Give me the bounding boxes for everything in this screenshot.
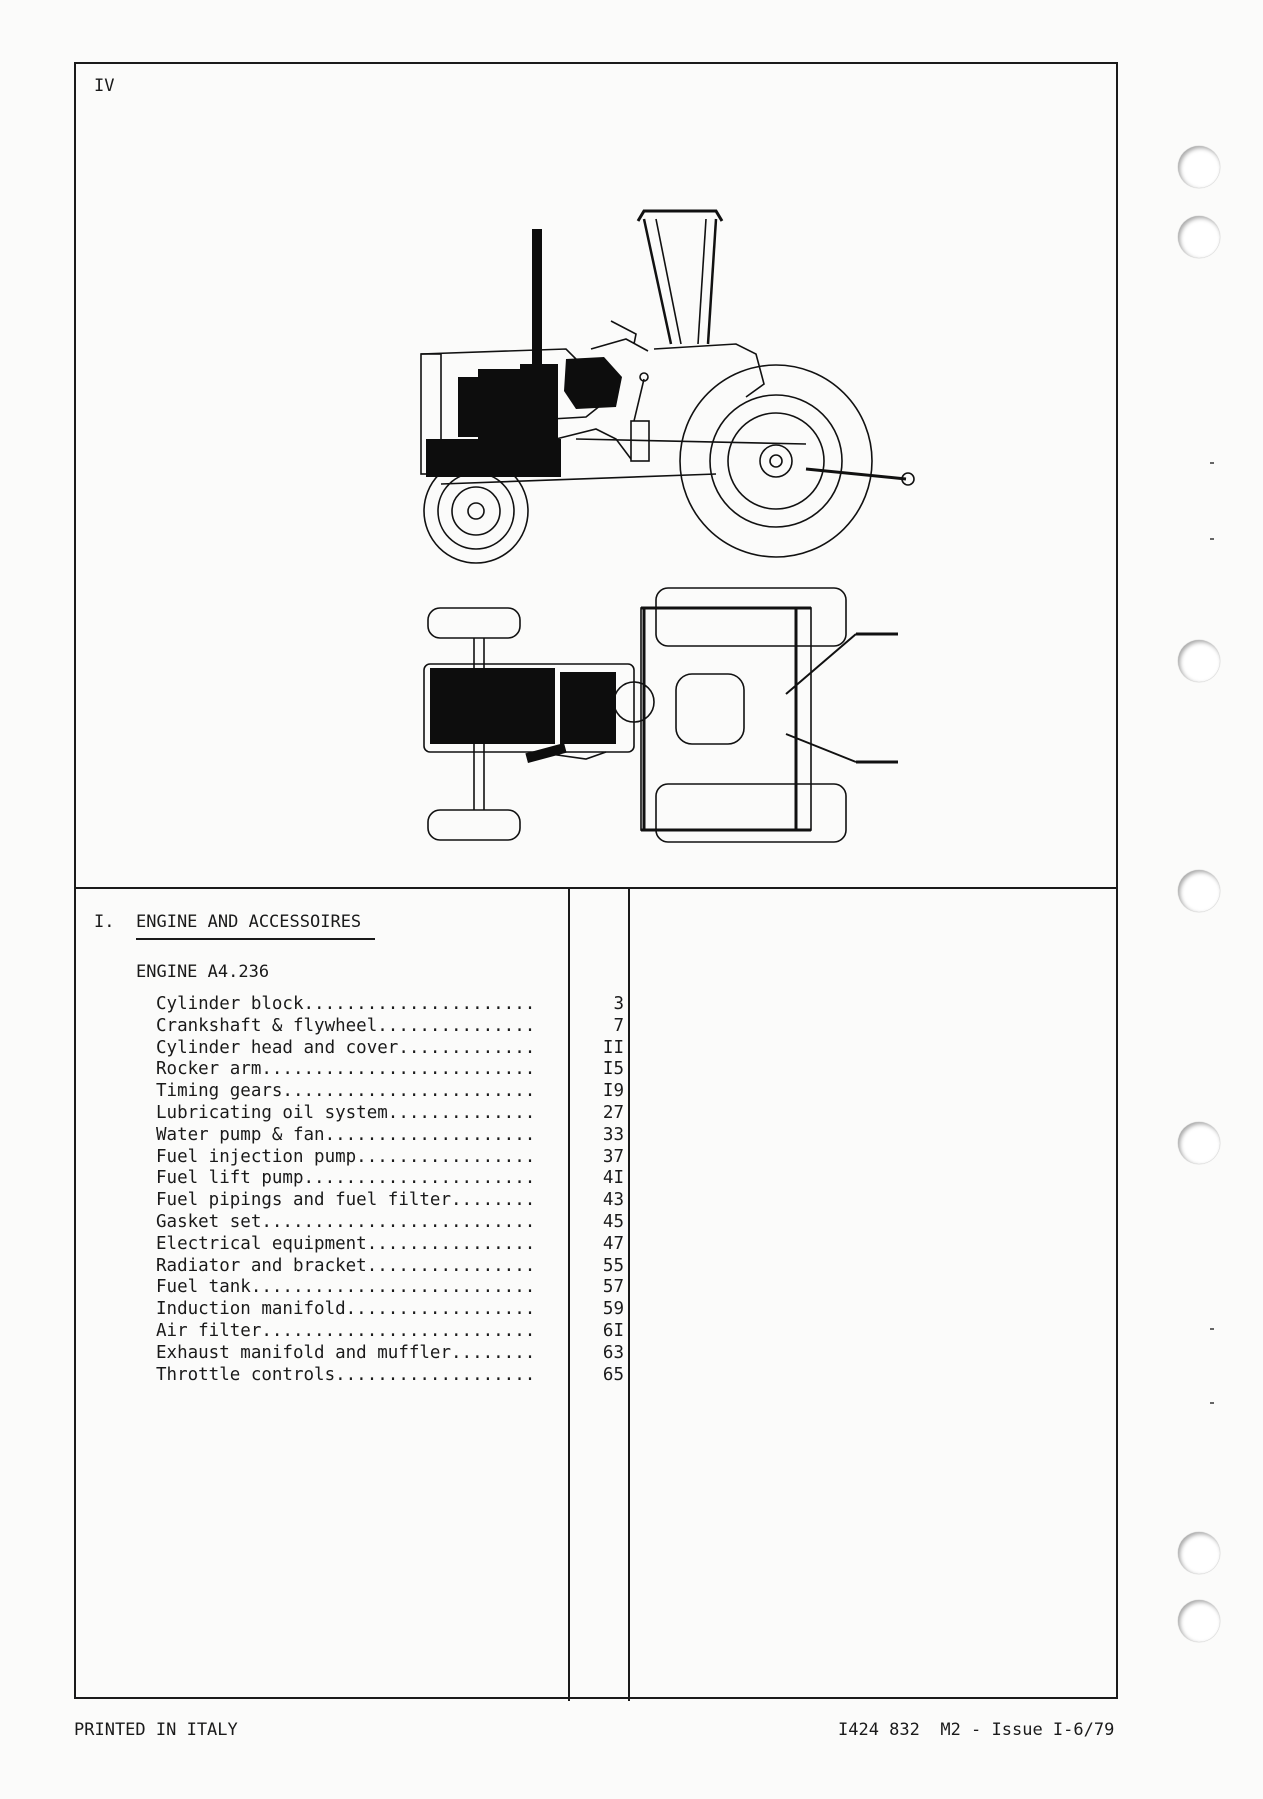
- toc-entry-page: 43: [602, 1190, 624, 1211]
- toc-entry-page: 7: [613, 1015, 624, 1036]
- toc-entry: Fuel injection pump................. 37: [156, 1147, 626, 1169]
- toc-entry-page: 3: [613, 994, 624, 1014]
- toc-entry: Cylinder head and cover............. II: [156, 1038, 626, 1060]
- toc-entry-label: Fuel lift pump......................: [156, 1168, 536, 1189]
- toc-entry: Fuel pipings and fuel filter........ 43: [156, 1190, 626, 1212]
- footer-printed: PRINTED IN ITALY: [74, 1720, 238, 1740]
- toc-entry: Rocker arm.......................... I5: [156, 1059, 626, 1081]
- toc-entry-page: 27: [602, 1102, 624, 1123]
- page-number: IV: [94, 76, 115, 96]
- toc-entry-page: I9: [602, 1081, 624, 1102]
- section-subtitle: ENGINE A4.236: [136, 962, 270, 982]
- rear-fender: [653, 343, 765, 398]
- rear-wheel-right: [655, 783, 847, 843]
- rear-wheel-left: [655, 587, 847, 647]
- binder-hole: [1178, 146, 1220, 188]
- rear-wheel: [679, 364, 873, 558]
- toc-entry: Air filter.......................... 6I: [156, 1321, 626, 1343]
- toc-entry-label: Fuel pipings and fuel filter........: [156, 1190, 536, 1211]
- toc-entry: Radiator and bracket................ 55: [156, 1256, 626, 1278]
- page-frame: IV: [74, 62, 1118, 1701]
- engine-block-plan: [430, 668, 616, 764]
- toc-entry-label: Cylinder block......................: [156, 994, 536, 1014]
- toc-entry-label: Cylinder head and cover.............: [156, 1037, 536, 1058]
- toc-entry-page: 65: [602, 1364, 624, 1385]
- illustration-panel: IV: [76, 64, 1116, 889]
- toc-entry-label: Fuel injection pump.................: [156, 1146, 536, 1167]
- toc-entry-page: 63: [602, 1342, 624, 1363]
- toc-entry-label: Timing gears........................: [156, 1081, 536, 1102]
- toc-entry: Timing gears........................ I9: [156, 1081, 626, 1103]
- toc-entry: Lubricating oil system.............. 27: [156, 1103, 626, 1125]
- toc-entry-page: 6I: [602, 1320, 624, 1341]
- speck: [1210, 1328, 1214, 1330]
- speck: [1210, 462, 1214, 464]
- toc-entry: Fuel tank........................... 57: [156, 1277, 626, 1299]
- section-number: I.: [94, 912, 115, 932]
- binder-hole: [1178, 1122, 1220, 1164]
- section-heading: I. ENGINE AND ACCESSOIRES: [94, 912, 376, 940]
- toc-entry: Electrical equipment................ 47: [156, 1234, 626, 1256]
- toc-entry: Exhaust manifold and muffler........ 63: [156, 1343, 626, 1365]
- front-wheel-right: [427, 809, 521, 841]
- toc-entry-page: 37: [602, 1146, 624, 1167]
- binder-hole: [1178, 640, 1220, 682]
- binder-hole: [1178, 1532, 1220, 1574]
- toc-entry-label: Radiator and bracket................: [156, 1255, 536, 1276]
- toc-entry-page: 59: [602, 1299, 624, 1320]
- toc-entry-page: II: [602, 1037, 624, 1058]
- toc-entry: Crankshaft & flywheel............... 7: [156, 1016, 626, 1038]
- toc-entry-label: Lubricating oil system..............: [156, 1102, 536, 1123]
- toc-entry-page: 45: [602, 1211, 624, 1232]
- toc-entry-label: Air filter..........................: [156, 1320, 536, 1341]
- toc-entry-label: Rocker arm..........................: [156, 1059, 536, 1080]
- column-divider: [568, 887, 570, 1701]
- toc-entry-label: Water pump & fan....................: [156, 1124, 536, 1145]
- toc-entry-page: 55: [602, 1255, 624, 1276]
- toc-entry-label: Crankshaft & flywheel...............: [156, 1015, 536, 1036]
- toc-entry: Cylinder block...................... 3: [156, 994, 626, 1016]
- footer-doc-ref: I424 832 M2 - Issue I-6/79: [838, 1720, 1115, 1740]
- toc-entry-page: 33: [602, 1124, 624, 1145]
- toc-entry-label: Induction manifold..................: [156, 1299, 536, 1320]
- toc-entry-page: 57: [602, 1277, 624, 1298]
- toc-entry-label: Throttle controls...................: [156, 1364, 536, 1385]
- toc-entry-page: 4I: [602, 1168, 624, 1189]
- toc-entry-label: Exhaust manifold and muffler........: [156, 1342, 536, 1363]
- column-divider: [628, 887, 630, 1701]
- toc-entry: Gasket set.......................... 45: [156, 1212, 626, 1234]
- binder-hole: [1178, 1600, 1220, 1642]
- tractor-top-view: [423, 587, 898, 843]
- canopy-frame: [636, 209, 724, 222]
- section-title: ENGINE AND ACCESSOIRES: [136, 912, 376, 940]
- binder-hole: [1178, 216, 1220, 258]
- toc-entry: Water pump & fan.................... 33: [156, 1125, 626, 1147]
- toc-entry-label: Electrical equipment................: [156, 1233, 536, 1254]
- toc-entry: Fuel lift pump...................... 4I: [156, 1168, 626, 1190]
- binder-hole: [1178, 870, 1220, 912]
- tractor-side-view: [420, 209, 915, 564]
- toc-entry-label: Fuel tank...........................: [156, 1277, 536, 1298]
- front-wheel-left: [427, 607, 521, 639]
- toc-entry: Throttle controls................... 65: [156, 1365, 626, 1387]
- toc-entry-page: I5: [602, 1059, 624, 1080]
- speck: [1210, 538, 1214, 540]
- toc-entry-page: 47: [602, 1233, 624, 1254]
- engine-block: [426, 229, 622, 477]
- toc-entry-label: Gasket set..........................: [156, 1211, 536, 1232]
- toc-entry: Induction manifold.................. 59: [156, 1299, 626, 1321]
- speck: [1210, 1402, 1214, 1404]
